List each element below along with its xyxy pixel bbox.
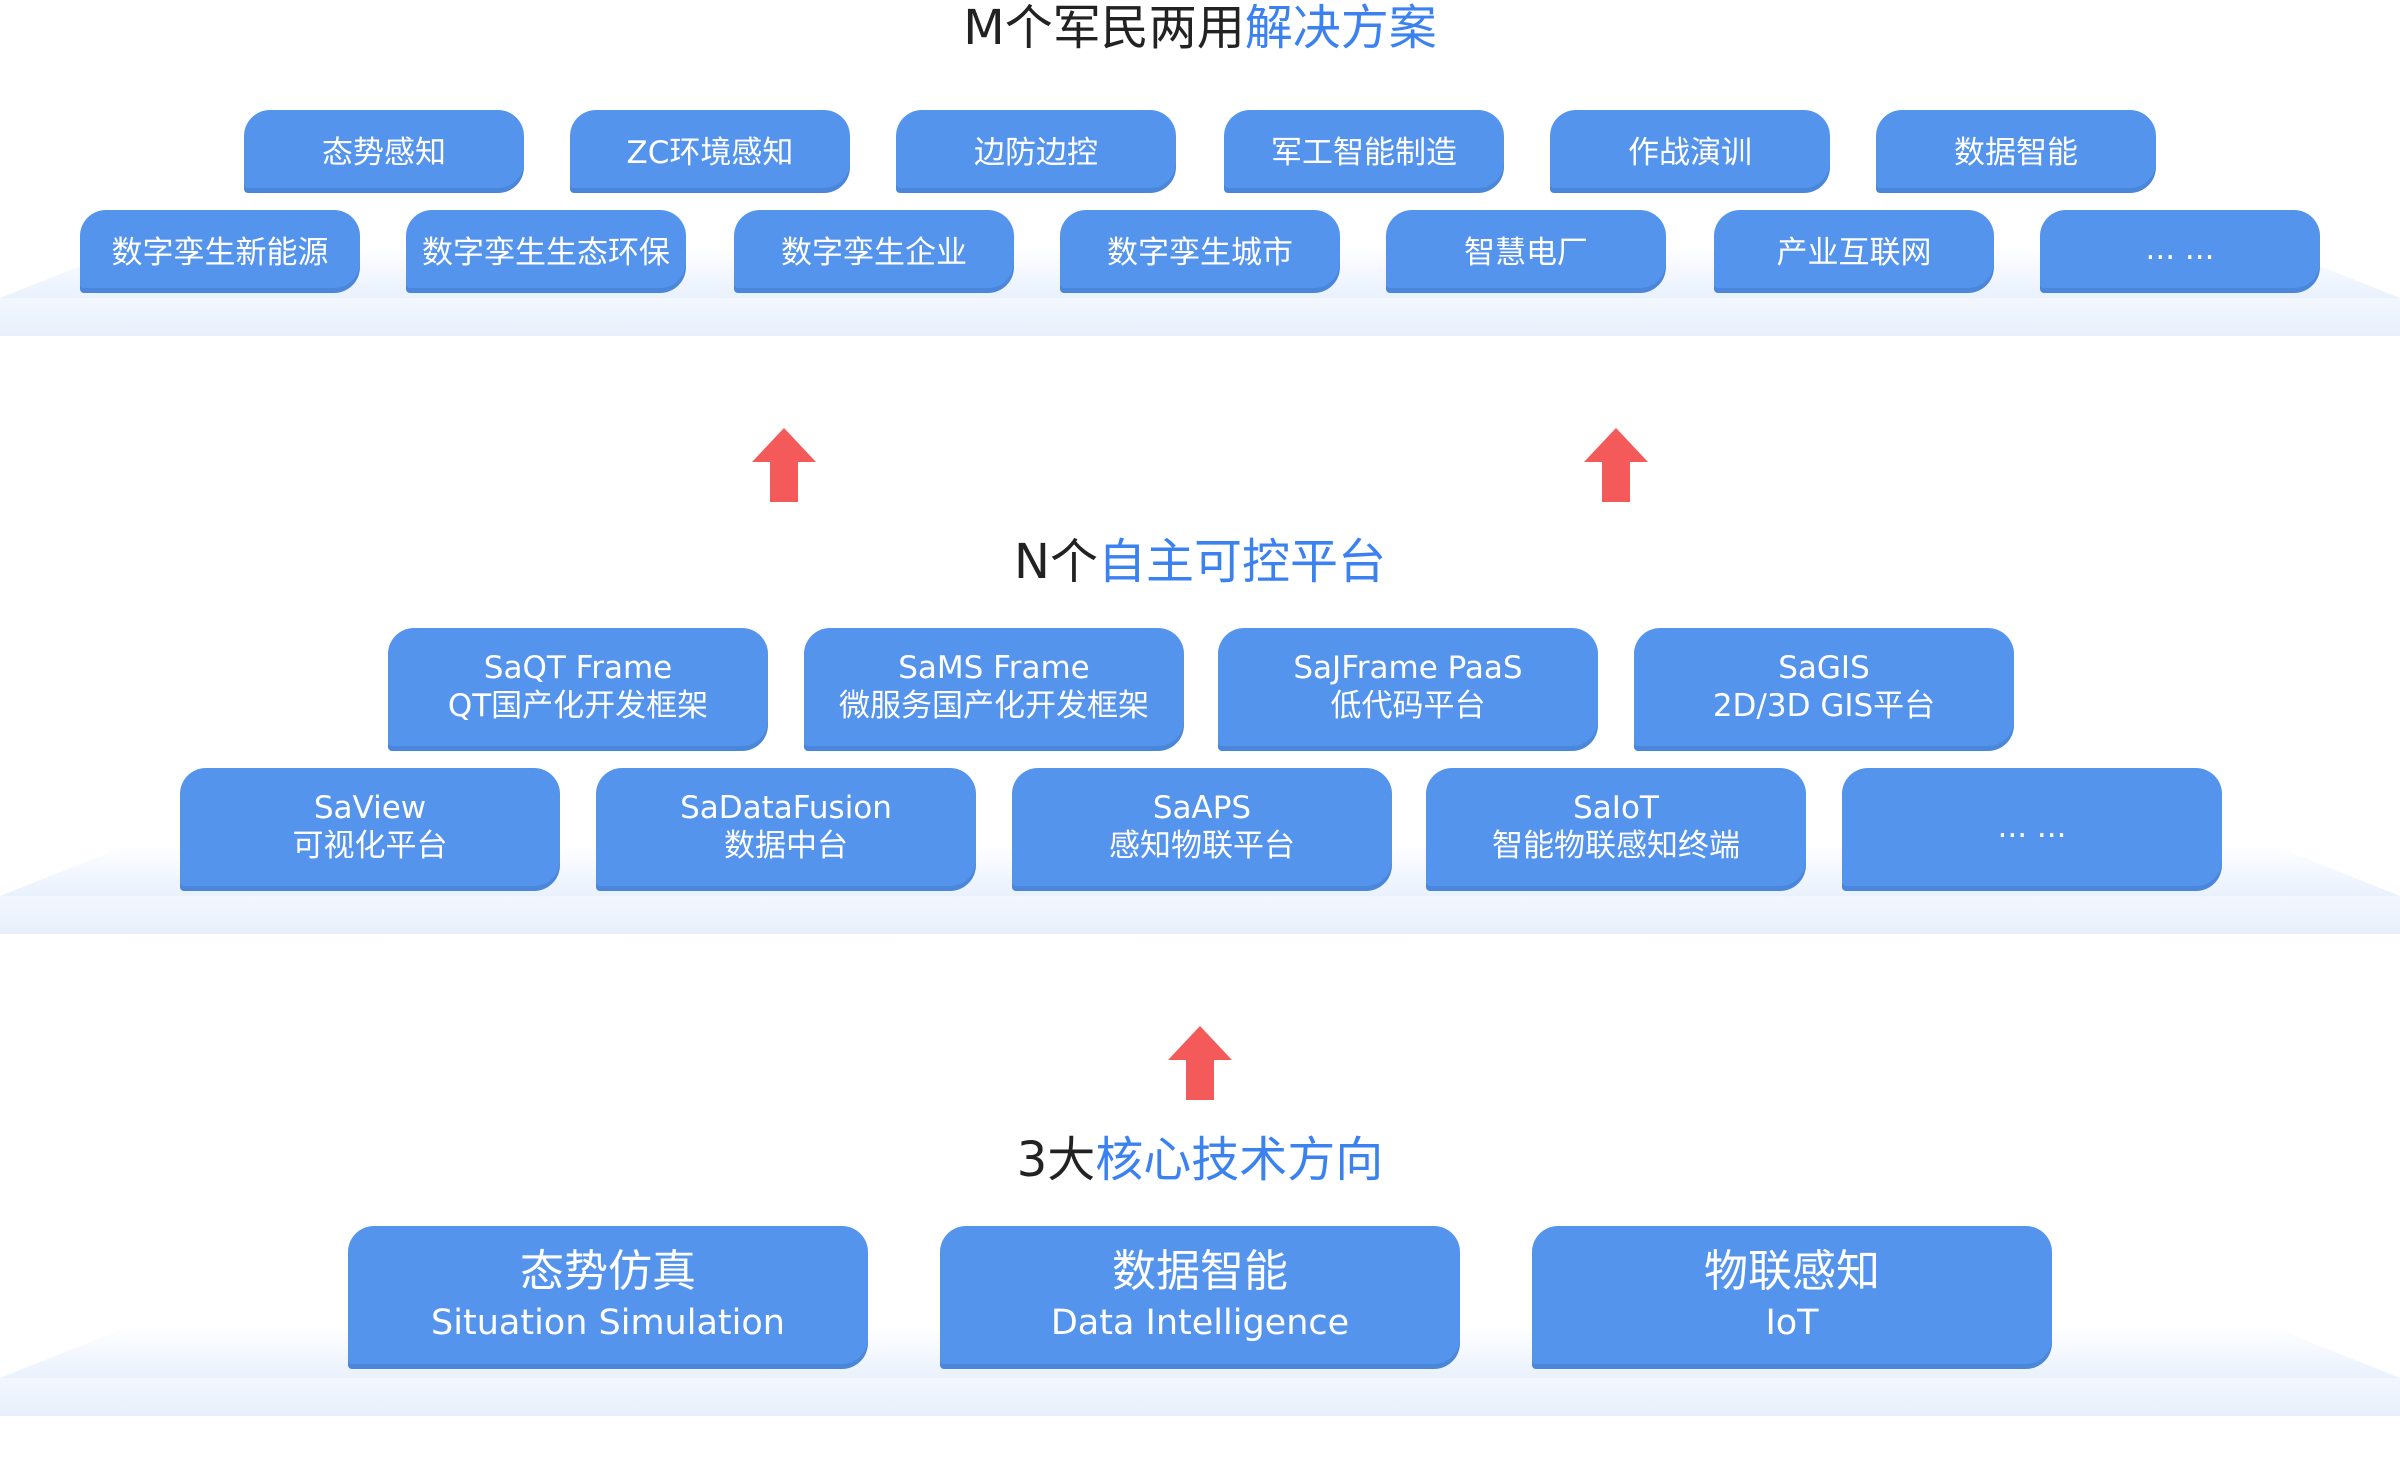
core-box: 物联感知 IoT (1532, 1226, 2052, 1364)
platform-box: SaDataFusion 数据中台 (596, 768, 976, 886)
solution-box: 智慧电厂 (1386, 210, 1666, 288)
platform-box: SaView 可视化平台 (180, 768, 560, 886)
solution-box: 作战演训 (1550, 110, 1830, 188)
solution-label: 数字孪生企业 (781, 234, 967, 271)
platform-box: SaJFrame PaaS 低代码平台 (1218, 628, 1598, 746)
platforms-title-prefix: N个 (1014, 534, 1098, 590)
platform-name: ... ... (1997, 809, 2067, 845)
platform-name: SaQT Frame (483, 650, 673, 686)
platform-box: SaIoT 智能物联感知终端 (1426, 768, 1806, 886)
arrow-up-icon (752, 428, 816, 502)
core-title-highlight: 核心技术方向 (1095, 1132, 1384, 1188)
solution-box: 军工智能制造 (1224, 110, 1504, 188)
core-name-cn: 数据智能 (1112, 1246, 1288, 1297)
solution-label: 边防边控 (974, 134, 1098, 171)
platform-desc: 低代码平台 (1330, 688, 1486, 724)
core-name-cn: 态势仿真 (520, 1246, 696, 1297)
solution-box: 数字孪生生态环保 (406, 210, 686, 288)
solution-box: ZC环境感知 (570, 110, 850, 188)
platform-desc: 智能物联感知终端 (1492, 828, 1740, 864)
solution-box-more: ... ... (2040, 210, 2320, 288)
solution-label: 产业互联网 (1776, 234, 1932, 271)
core-name-en: Situation Simulation (431, 1303, 785, 1343)
platform-desc: 微服务国产化开发框架 (839, 688, 1149, 724)
core-name-en: Data Intelligence (1050, 1303, 1350, 1343)
solution-box: 数据智能 (1876, 110, 2156, 188)
solution-box: 数字孪生新能源 (80, 210, 360, 288)
solution-label: ZC环境感知 (626, 134, 794, 171)
solution-label: ... ... (2145, 231, 2215, 267)
core-title: 3大核心技术方向 (0, 1136, 2400, 1184)
solution-box: 产业互联网 (1714, 210, 1994, 288)
core-title-prefix: 3大 (1016, 1132, 1096, 1188)
platform-name: SaJFrame PaaS (1293, 650, 1523, 686)
solution-box: 数字孪生城市 (1060, 210, 1340, 288)
arrow-up-icon (1168, 1026, 1232, 1100)
solution-box: 数字孪生企业 (734, 210, 1014, 288)
platform-desc: 可视化平台 (292, 828, 448, 864)
solution-box: 态势感知 (244, 110, 524, 188)
core-box: 态势仿真 Situation Simulation (348, 1226, 868, 1364)
platform-name: SaDataFusion (680, 790, 892, 826)
solution-label: 数字孪生生态环保 (422, 234, 670, 271)
platform-desc: 2D/3D GIS平台 (1712, 688, 1936, 724)
platform-box-more: ... ... (1842, 768, 2222, 886)
platform-desc: 感知物联平台 (1109, 828, 1295, 864)
platform-name: SaIoT (1573, 790, 1659, 826)
solutions-title: M个军民两用解决方案 (0, 4, 2400, 52)
solution-label: 作战演训 (1628, 134, 1752, 171)
platform-box: SaAPS 感知物联平台 (1012, 768, 1392, 886)
platforms-title-highlight: 自主可控平台 (1097, 534, 1386, 590)
solution-label: 军工智能制造 (1271, 134, 1457, 171)
solutions-title-highlight: 解决方案 (1244, 0, 1437, 56)
platform-name: SaView (313, 790, 427, 826)
core-box: 数据智能 Data Intelligence (940, 1226, 1460, 1364)
solution-label: 态势感知 (322, 134, 446, 171)
solution-label: 数字孪生城市 (1107, 234, 1293, 271)
platform-desc: QT国产化开发框架 (447, 688, 709, 724)
core-name-cn: 物联感知 (1704, 1246, 1880, 1297)
platform-box: SaMS Frame 微服务国产化开发框架 (804, 628, 1184, 746)
platform-name: SaAPS (1152, 790, 1252, 826)
core-name-en: IoT (1765, 1303, 1819, 1343)
platform-box: SaGIS 2D/3D GIS平台 (1634, 628, 2014, 746)
solution-label: 数字孪生新能源 (111, 234, 329, 271)
platform-name: SaMS Frame (898, 650, 1090, 686)
platform-box: SaQT Frame QT国产化开发框架 (388, 628, 768, 746)
solutions-title-prefix: M个军民两用 (963, 0, 1245, 56)
platforms-title: N个自主可控平台 (0, 538, 2400, 586)
platform-desc: 数据中台 (724, 828, 848, 864)
solution-label: 数据智能 (1954, 134, 2078, 171)
solution-label: 智慧电厂 (1464, 234, 1588, 271)
solution-box: 边防边控 (896, 110, 1176, 188)
platform-name: SaGIS (1778, 650, 1870, 686)
arrow-up-icon (1584, 428, 1648, 502)
